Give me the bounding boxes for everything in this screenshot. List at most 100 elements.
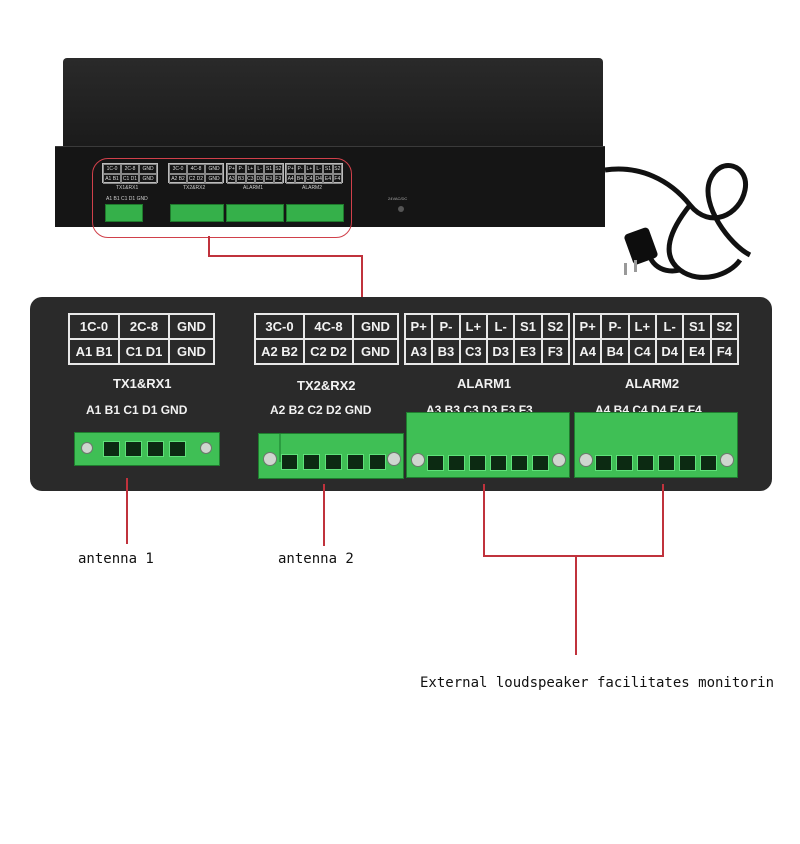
- speaker-callout-line: [575, 555, 577, 655]
- power-jack-icon: [398, 206, 404, 212]
- screw-icon: [387, 452, 401, 466]
- header-cell: A2 B2: [255, 339, 304, 364]
- header-cell: GND: [353, 339, 398, 364]
- header-cell: C2 D2: [304, 339, 353, 364]
- terminal-slot: [281, 454, 298, 470]
- alarm1-title: ALARM1: [457, 376, 512, 391]
- mini-pins-tx1: A1 B1 C1 D1 GND: [106, 196, 148, 202]
- alarm1-connector: [406, 412, 570, 478]
- terminal-slot: [347, 454, 364, 470]
- header-cell: L+: [459, 314, 487, 339]
- header-cell: GND: [353, 314, 398, 339]
- callout-line: [208, 255, 362, 257]
- mini-connector-alarm1: [226, 204, 284, 222]
- tx1-pin-labels: A1 B1 C1 D1 GND: [86, 403, 188, 417]
- header-cell: D3: [487, 339, 515, 364]
- mini-title-tx1: TX1&RX1: [116, 185, 139, 191]
- header-cell: A4: [574, 339, 602, 364]
- header-cell: S2: [710, 314, 738, 339]
- tx1-connector: [74, 432, 220, 466]
- alarm1-header-table: P+ P- L+ L- S1 S2 A3 B3 C3 D3 E3 F3: [404, 313, 570, 365]
- mini-title-alarm1: ALARM1: [243, 185, 264, 191]
- tx2-connector: [258, 433, 404, 479]
- terminal-slot: [595, 455, 612, 471]
- screw-icon: [720, 453, 734, 467]
- power-cable-icon: [604, 163, 752, 280]
- screw-icon: [263, 452, 277, 466]
- tx1-header-table: 1C-0 2C-8 GND A1 B1 C1 D1 GND: [68, 313, 215, 365]
- header-cell: E3: [514, 339, 542, 364]
- header-cell: A1 B1: [69, 339, 119, 364]
- header-cell: 3C-0: [255, 314, 304, 339]
- header-cell: P+: [405, 314, 433, 339]
- header-cell: A3: [405, 339, 433, 364]
- alarm1-callout-line: [483, 484, 485, 556]
- header-cell: S1: [683, 314, 711, 339]
- terminal-slot: [169, 441, 186, 457]
- screw-icon: [411, 453, 425, 467]
- header-cell: 2C-8: [119, 314, 169, 339]
- speaker-caption: External loudspeaker facilitates monitor…: [420, 675, 775, 691]
- tx1-title: TX1&RX1: [113, 376, 172, 391]
- alarm2-header-table: P+ P- L+ L- S1 S2 A4 B4 C4 D4 E4 F4: [573, 313, 739, 365]
- terminal-slot: [679, 455, 696, 471]
- screw-icon: [552, 453, 566, 467]
- header-cell: F3: [541, 339, 569, 364]
- device-photo: [55, 58, 605, 228]
- header-cell: P-: [432, 314, 460, 339]
- screw-icon: [200, 442, 212, 454]
- antenna2-callout-line: [323, 484, 325, 546]
- mini-connector-tx1: [105, 204, 143, 222]
- alarm2-connector: [574, 412, 738, 478]
- alarm2-title: ALARM2: [625, 376, 680, 391]
- header-cell: E4: [683, 339, 711, 364]
- terminal-slot: [369, 454, 386, 470]
- terminal-slot: [448, 455, 465, 471]
- antenna2-caption: antenna 2: [278, 551, 354, 567]
- mini-connector-alarm2: [286, 204, 344, 222]
- terminal-slot: [427, 455, 444, 471]
- header-cell: L-: [487, 314, 515, 339]
- header-cell: C4: [628, 339, 656, 364]
- alarm2-callout-line: [662, 484, 664, 556]
- screw-icon: [579, 453, 593, 467]
- callout-line: [208, 236, 210, 256]
- terminal-slot: [700, 455, 717, 471]
- callout-line: [361, 255, 363, 297]
- header-cell: P+: [574, 314, 602, 339]
- header-cell: B3: [432, 339, 460, 364]
- header-cell: S2: [541, 314, 569, 339]
- device-top-face: [63, 58, 603, 150]
- header-cell: C3: [459, 339, 487, 364]
- header-cell: C1 D1: [119, 339, 169, 364]
- header-cell: L+: [628, 314, 656, 339]
- tx2-header-table: 3C-0 4C-8 GND A2 B2 C2 D2 GND: [254, 313, 399, 365]
- terminal-slot: [616, 455, 633, 471]
- header-cell: S1: [514, 314, 542, 339]
- antenna1-caption: antenna 1: [78, 551, 154, 567]
- header-cell: F4: [710, 339, 738, 364]
- mini-title-tx2: TX2&RX2: [183, 185, 206, 191]
- terminal-slot: [469, 455, 486, 471]
- terminal-slot: [532, 455, 549, 471]
- header-cell: D4: [656, 339, 684, 364]
- header-cell: 1C-0: [69, 314, 119, 339]
- mini-panel-highlight: [92, 158, 352, 238]
- terminal-slot: [147, 441, 164, 457]
- header-cell: GND: [169, 339, 214, 364]
- mini-connector-tx2: [170, 204, 224, 222]
- mini-title-alarm2: ALARM2: [302, 185, 323, 191]
- mini-jack-label: 24VAC/DC: [388, 196, 408, 201]
- terminal-slot: [103, 441, 120, 457]
- header-cell: L-: [656, 314, 684, 339]
- terminal-slot: [125, 441, 142, 457]
- header-cell: 4C-8: [304, 314, 353, 339]
- terminal-slot: [325, 454, 342, 470]
- header-cell: GND: [169, 314, 214, 339]
- terminal-slot: [637, 455, 654, 471]
- tx2-title: TX2&RX2: [297, 378, 356, 393]
